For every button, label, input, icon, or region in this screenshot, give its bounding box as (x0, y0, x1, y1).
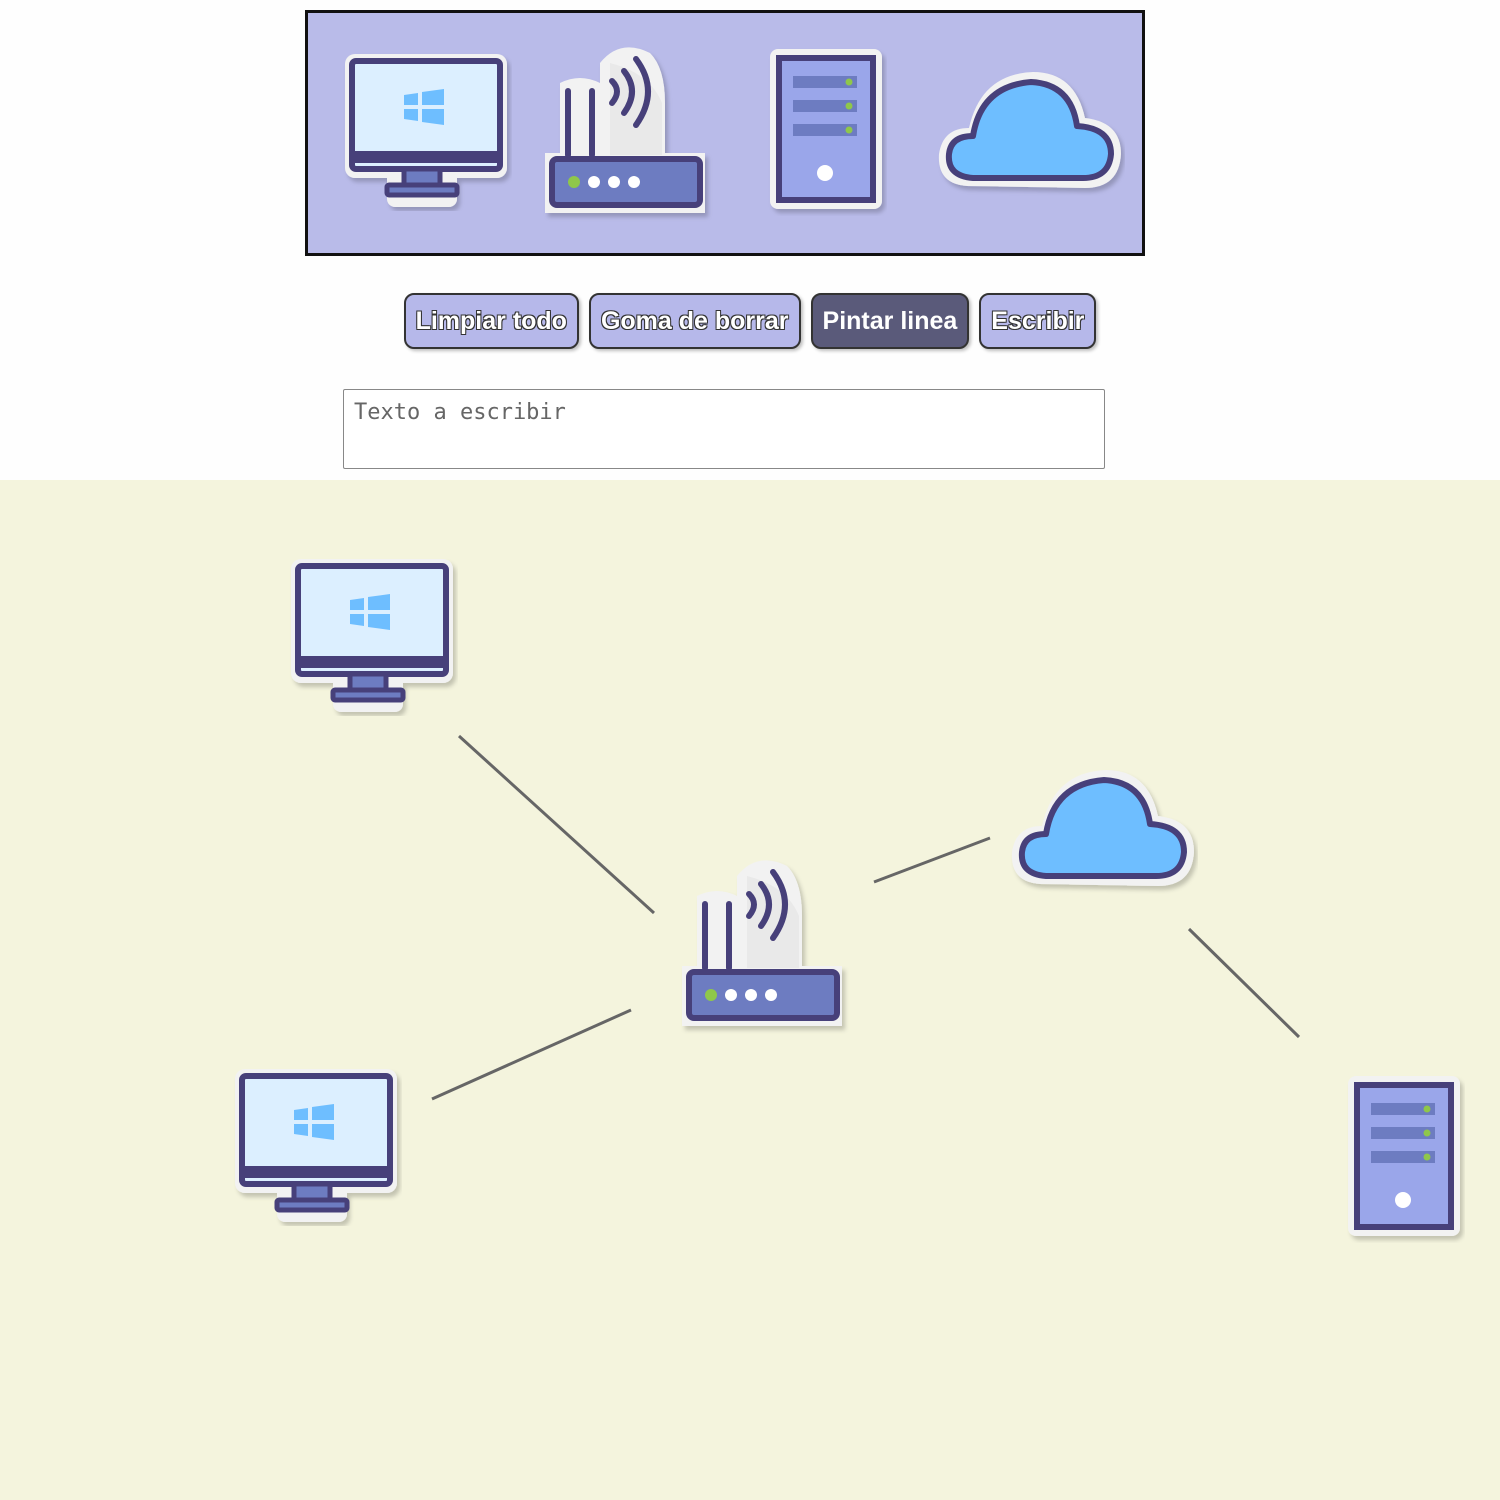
palette-computer-icon[interactable] (342, 51, 512, 211)
connection-lines (431, 734, 1301, 1101)
router-icon[interactable] (677, 856, 852, 1036)
computer-icon[interactable] (232, 1066, 402, 1226)
palette-server-icon[interactable] (767, 46, 887, 216)
device-palette (305, 10, 1145, 256)
computer-icon[interactable] (288, 556, 458, 716)
write-button[interactable]: Escribir (979, 293, 1097, 349)
draw-line-button[interactable]: Pintar linea (810, 293, 970, 349)
link-cloud-server[interactable] (1187, 927, 1301, 1039)
toolbar: Limpiar todo Goma de borrar Pintar linea… (0, 293, 1500, 351)
link-computer2-router[interactable] (431, 1008, 632, 1101)
link-computer1-router[interactable] (457, 734, 656, 915)
server-icon[interactable] (1345, 1073, 1465, 1243)
eraser-button[interactable]: Goma de borrar (588, 293, 801, 349)
link-router-cloud[interactable] (873, 836, 991, 884)
text-to-write-input[interactable] (343, 389, 1105, 469)
cloud-icon[interactable] (1008, 764, 1198, 894)
drawing-canvas[interactable] (0, 480, 1500, 1500)
palette-router-icon[interactable] (540, 43, 715, 223)
clear-all-button[interactable]: Limpiar todo (403, 293, 579, 349)
palette-cloud-icon[interactable] (935, 66, 1125, 196)
